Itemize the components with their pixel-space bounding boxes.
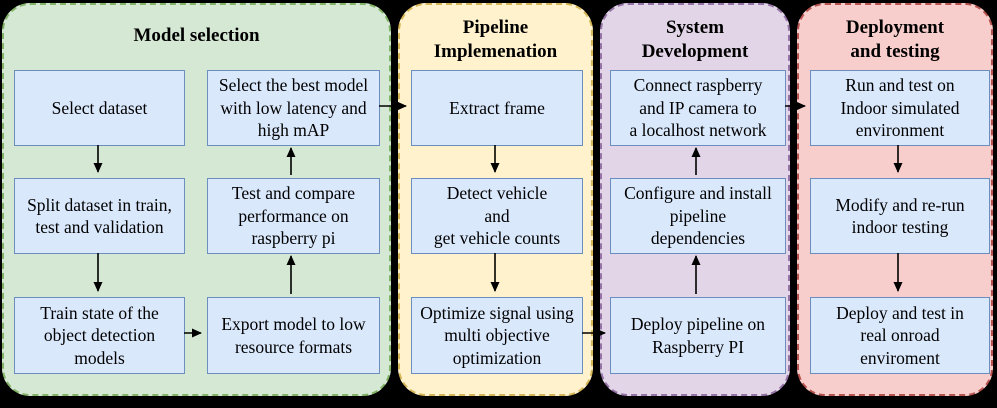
panel-system-development: System Development Connect raspberry and… [600, 3, 790, 396]
step-onroad-test: Deploy and test in real onroad enviromen… [810, 297, 990, 374]
step-configure-dependencies: Configure and install pipeline dependenc… [610, 178, 786, 254]
step-split-dataset: Split dataset in train, test and validat… [14, 178, 185, 254]
panel-title-pipeline-implementation: Pipeline Implemenation [433, 17, 558, 62]
panel-title-deployment-testing: Deployment and testing [845, 17, 945, 62]
panel-model-selection: Model selection Select dataset Split dat… [2, 3, 391, 396]
panel-pipeline-implementation: Pipeline Implemenation Extract frame Det… [398, 3, 593, 396]
step-deploy-pipeline: Deploy pipeline on Raspberry PI [610, 297, 786, 374]
step-select-best-model: Select the best model with low latency a… [207, 70, 380, 146]
step-indoor-test: Run and test on Indoor simulated environ… [810, 70, 990, 146]
step-modify-rerun: Modify and re-run indoor testing [810, 178, 990, 254]
panel-title-model-selection: Model selection [133, 25, 260, 46]
step-extract-frame: Extract frame [411, 70, 583, 146]
step-connect-network: Connect raspberry and IP camera to a loc… [610, 70, 786, 146]
step-export-model: Export model to low resource formats [207, 297, 380, 374]
step-optimize-signal: Optimize signal using multi objective op… [411, 297, 583, 374]
step-train-models: Train state of the object detection mode… [14, 297, 185, 374]
panel-deployment-testing: Deployment and testing Run and test on I… [797, 3, 993, 396]
step-detect-vehicle: Detect vehicle and get vehicle counts [411, 178, 583, 254]
step-test-performance: Test and compare performance on raspberr… [207, 178, 380, 254]
panel-title-system-development: System Development [641, 17, 749, 62]
step-select-dataset: Select dataset [14, 70, 185, 146]
